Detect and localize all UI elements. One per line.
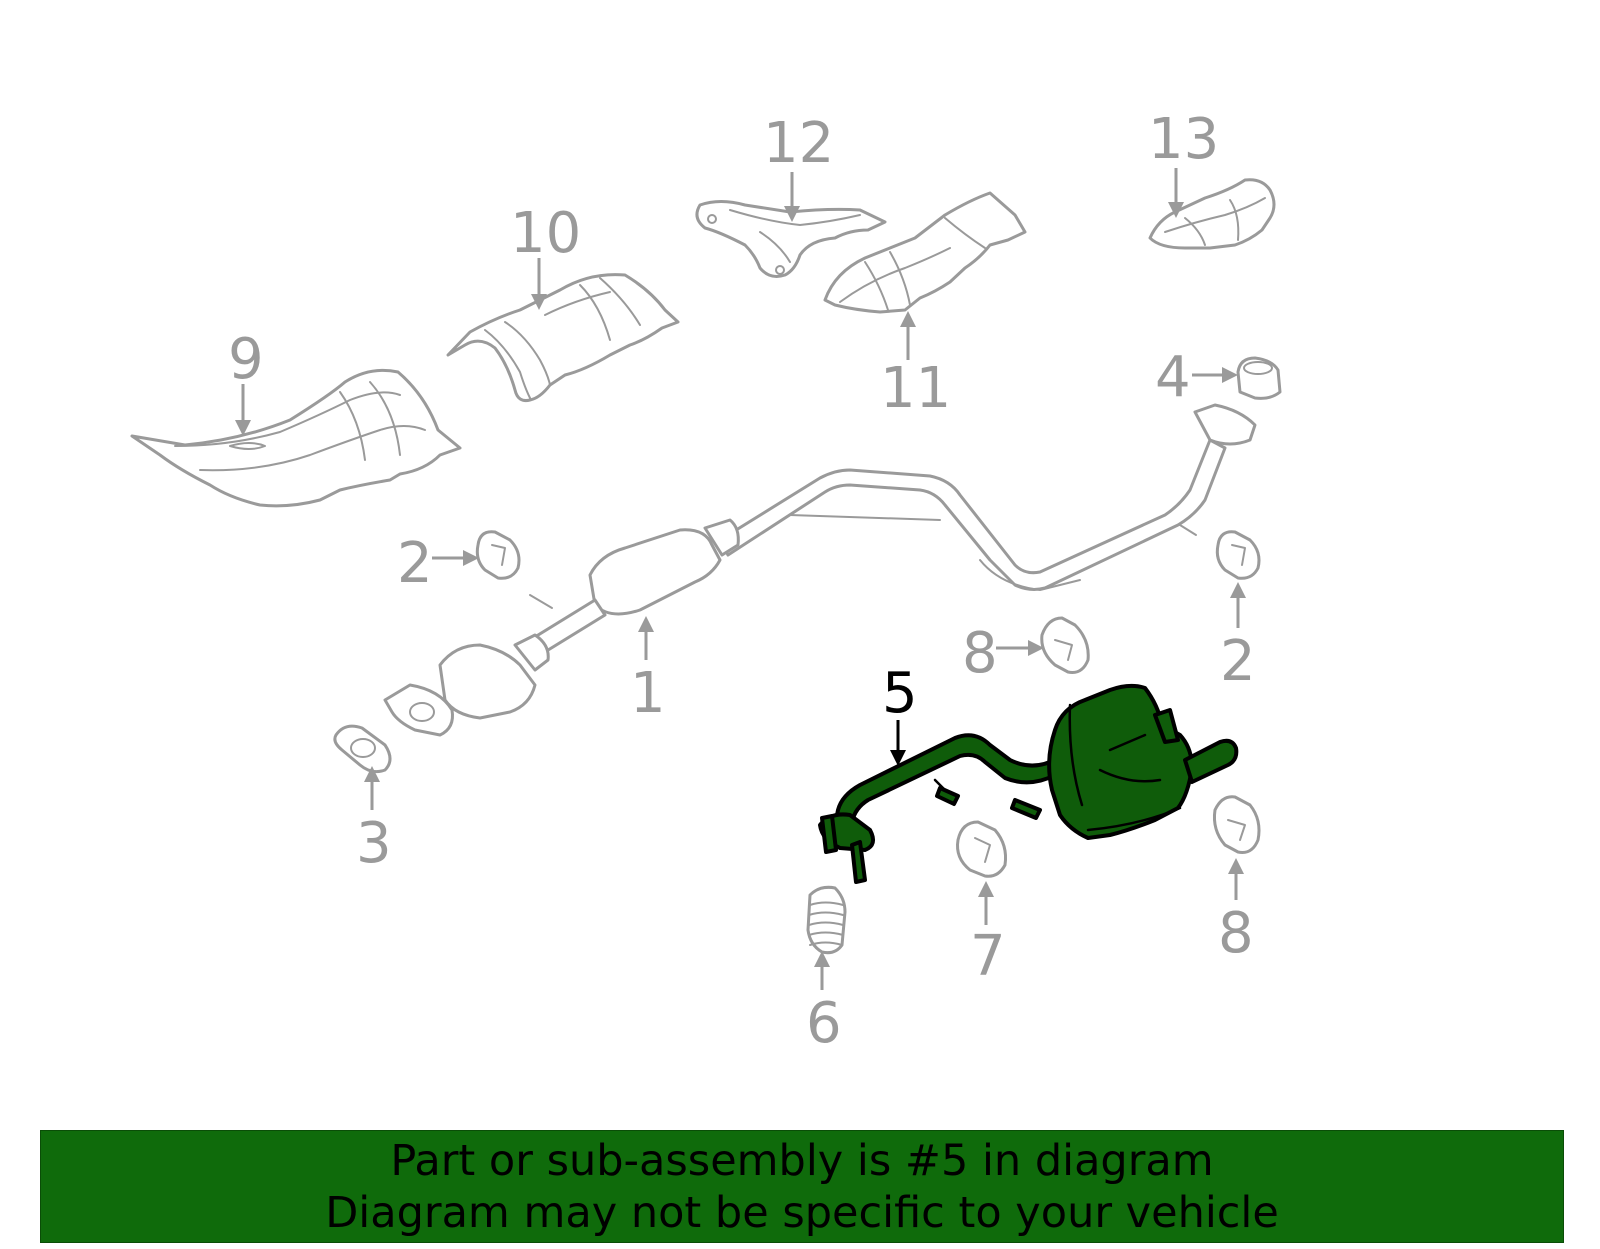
part-11-heat-shield (823, 191, 1027, 314)
callout-2-left: 2 (397, 531, 433, 596)
callout-12: 12 (763, 111, 834, 176)
arrow-13 (1168, 168, 1184, 218)
part-7-hanger (956, 820, 1007, 878)
arrow-10 (531, 258, 547, 310)
arrow-11 (900, 311, 916, 360)
arrow-2-right (1230, 582, 1246, 628)
callout-8-lower: 8 (1218, 901, 1254, 966)
arrow-9 (235, 384, 251, 436)
part-3-gasket (333, 724, 392, 774)
part-1-front-pipe (383, 403, 1257, 737)
part-13-heat-shield (1148, 178, 1276, 250)
part-6-spring-gasket (806, 885, 847, 955)
callout-8-upper: 8 (962, 621, 998, 686)
arrow-1 (638, 616, 654, 660)
exhaust-parts-diagram: 9 10 12 11 13 4 2 2 1 3 8 8 7 6 5 (130, 107, 1282, 1056)
part-4-bushing (1236, 356, 1282, 400)
arrow-8-upper (996, 640, 1044, 656)
banner-line-1: Part or sub-assembly is #5 in diagram (390, 1135, 1214, 1186)
callout-13: 13 (1148, 107, 1219, 172)
part-10-heat-shield (446, 273, 680, 402)
arrow-8-lower (1228, 858, 1244, 900)
callout-2-right: 2 (1220, 629, 1256, 694)
callout-11: 11 (880, 356, 951, 421)
callout-7: 7 (970, 924, 1006, 989)
arrow-2-left (432, 550, 479, 566)
part-2-hanger-right (1215, 530, 1261, 580)
arrow-12 (784, 172, 800, 222)
arrow-6 (814, 951, 830, 990)
callout-6: 6 (806, 991, 842, 1056)
callout-4: 4 (1155, 345, 1191, 410)
callout-10: 10 (510, 201, 581, 266)
arrow-3 (364, 766, 380, 810)
arrow-7 (978, 881, 994, 925)
callout-1: 1 (630, 661, 666, 726)
part-8-hanger-lower (1213, 795, 1261, 854)
part-2-hanger-left (475, 530, 521, 580)
part-5-muffler-highlighted (818, 683, 1239, 884)
callout-9: 9 (228, 327, 264, 392)
callout-3: 3 (356, 811, 392, 876)
part-8-hanger-upper (1040, 616, 1090, 674)
part-9-heat-shield (130, 368, 462, 508)
arrow-5 (890, 720, 906, 766)
callout-5: 5 (882, 661, 918, 726)
info-banner: Part or sub-assembly is #5 in diagram Di… (40, 1130, 1564, 1243)
banner-line-2: Diagram may not be specific to your vehi… (325, 1187, 1279, 1238)
part-12-heat-shield (695, 200, 887, 278)
arrow-4 (1192, 367, 1238, 383)
